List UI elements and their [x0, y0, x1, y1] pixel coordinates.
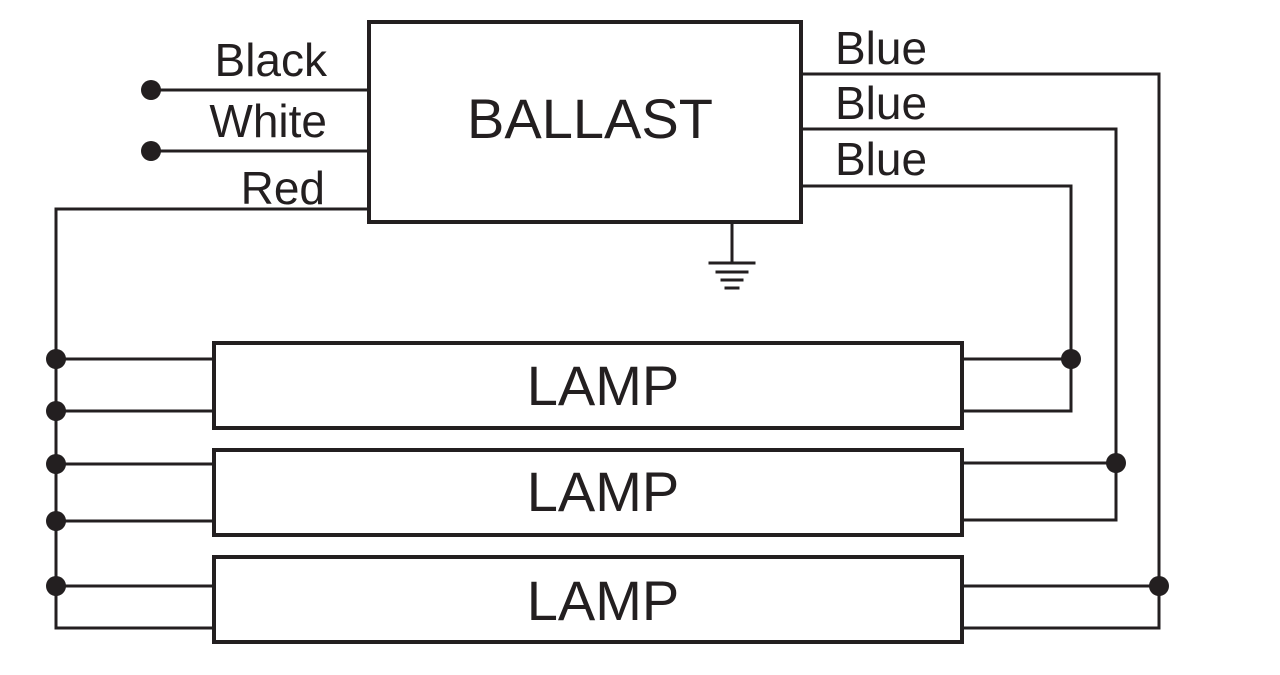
white-terminal: [141, 141, 161, 161]
lamp-2: LAMP: [212, 448, 964, 537]
lamp-label: LAMP: [527, 354, 680, 417]
left-lamp-connections: [46, 349, 216, 596]
junction-dot: [46, 349, 66, 369]
blue-wire-label-2: Blue: [835, 77, 927, 129]
blue-wire-label-3: Blue: [835, 133, 927, 185]
output-wires: Blue Blue Blue: [799, 22, 1169, 630]
blue-wire-label-1: Blue: [835, 22, 927, 74]
junction-dot: [1061, 349, 1081, 369]
junction-dot: [46, 511, 66, 531]
ballast-label: BALLAST: [467, 87, 713, 150]
lamp-1: LAMP: [212, 341, 964, 430]
junction-dot: [46, 401, 66, 421]
black-wire-label: Black: [215, 34, 328, 86]
blue-wire-lamp2: [799, 127, 1118, 522]
input-wires: Black White Red: [54, 34, 371, 630]
junction-dot: [46, 576, 66, 596]
ballast-box: [367, 20, 803, 224]
junction-dot: [1106, 453, 1126, 473]
white-wire-label: White: [209, 95, 327, 147]
lamp-label: LAMP: [527, 460, 680, 523]
lamp-tube: [212, 555, 964, 644]
lamp-tube: [212, 448, 964, 537]
blue-wire-lamp1: [799, 184, 1073, 413]
lamp-label: LAMP: [527, 569, 680, 632]
junction-dot: [1149, 576, 1169, 596]
ground-icon: [708, 220, 756, 290]
ballast: BALLAST: [367, 20, 803, 224]
junction-dot: [46, 454, 66, 474]
red-wire-label: Red: [241, 162, 325, 214]
black-terminal: [141, 80, 161, 100]
blue-wire-lamp3: [799, 72, 1161, 630]
lamp-tube: [212, 341, 964, 430]
lamp-3: LAMP: [212, 555, 964, 644]
